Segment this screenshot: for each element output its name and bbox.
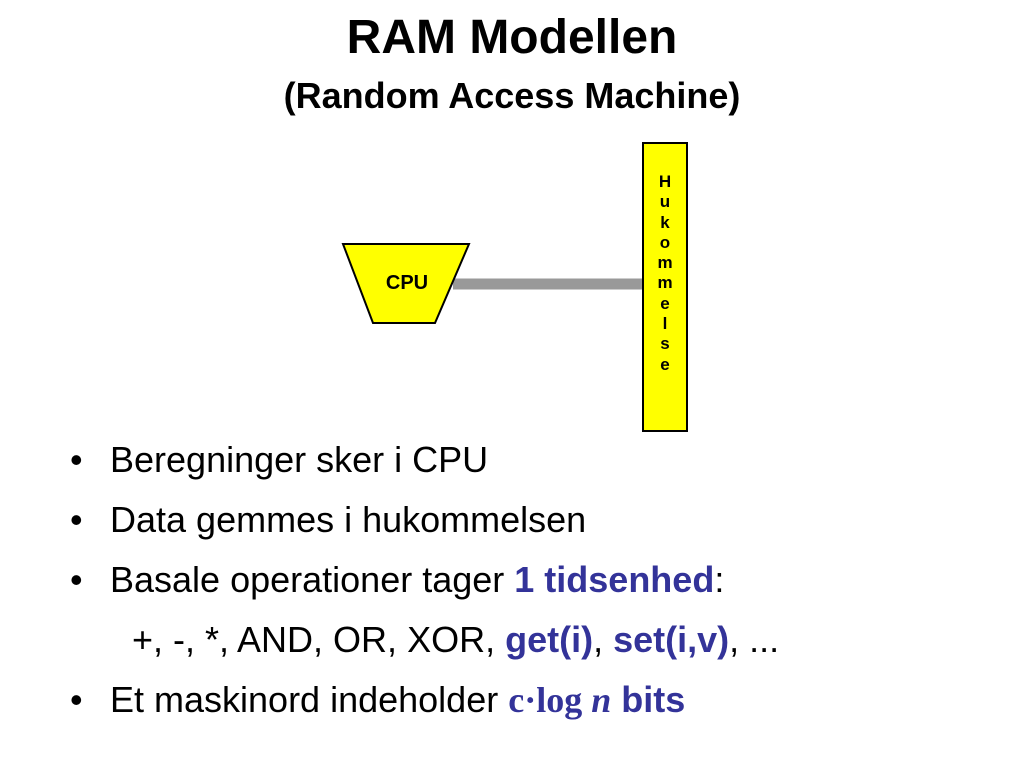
bullet-dot: • bbox=[70, 499, 83, 540]
operations-separator: , bbox=[593, 619, 614, 660]
bullet-text: Data gemmes i hukommelsen bbox=[110, 499, 587, 540]
memory-box: H u k o m m e l s e bbox=[642, 142, 688, 432]
bullet-text: Et maskinord indeholder bbox=[110, 679, 509, 720]
memory-letter: m bbox=[657, 273, 673, 293]
bullet-dot: • bbox=[70, 559, 83, 600]
cpu-shape bbox=[341, 243, 471, 324]
bullet-highlight: 1 tidsenhed bbox=[514, 559, 715, 600]
memory-letter: e bbox=[660, 293, 670, 313]
memory-letter: k bbox=[660, 212, 670, 232]
bullet-dot: • bbox=[70, 439, 83, 480]
bullet-dot: • bbox=[70, 679, 83, 720]
formula-c-log: c·log bbox=[508, 680, 592, 720]
bullet-item: • Beregninger sker i CPU bbox=[70, 440, 779, 500]
operations-text: +, -, *, AND, OR, XOR, bbox=[132, 619, 506, 660]
cpu-label: CPU bbox=[385, 272, 429, 294]
slide-title: RAM Modellen bbox=[346, 11, 678, 64]
operations-line: +, -, *, AND, OR, XOR, get(i), set(i,v),… bbox=[70, 620, 779, 680]
memory-letter: l bbox=[662, 314, 668, 334]
bullet-list: • Beregninger sker i CPU • Data gemmes i… bbox=[70, 440, 779, 740]
memory-letter: m bbox=[657, 253, 673, 273]
op-get: get(i) bbox=[505, 619, 594, 660]
bullet-text-suffix: : bbox=[714, 559, 725, 600]
memory-letter: e bbox=[660, 354, 670, 374]
formula-bits: bits bbox=[611, 679, 686, 720]
memory-letter: u bbox=[659, 192, 671, 212]
op-set: set(i,v) bbox=[613, 619, 730, 660]
memory-letter: s bbox=[660, 334, 670, 354]
operations-suffix: , ... bbox=[729, 619, 780, 660]
bullet-item: • Basale operationer tager 1 tidsenhed: bbox=[70, 560, 779, 620]
slide-subtitle: (Random Access Machine) bbox=[283, 75, 741, 116]
bullet-text: Beregninger sker i CPU bbox=[110, 439, 489, 480]
bullet-item: • Data gemmes i hukommelsen bbox=[70, 500, 779, 560]
bullet-item: • Et maskinord indeholder c·log n bits bbox=[70, 680, 779, 740]
bullet-text: Basale operationer tager bbox=[110, 559, 515, 600]
memory-letter: H bbox=[658, 172, 672, 191]
memory-letter: o bbox=[659, 232, 671, 252]
formula-n: n bbox=[591, 680, 612, 720]
